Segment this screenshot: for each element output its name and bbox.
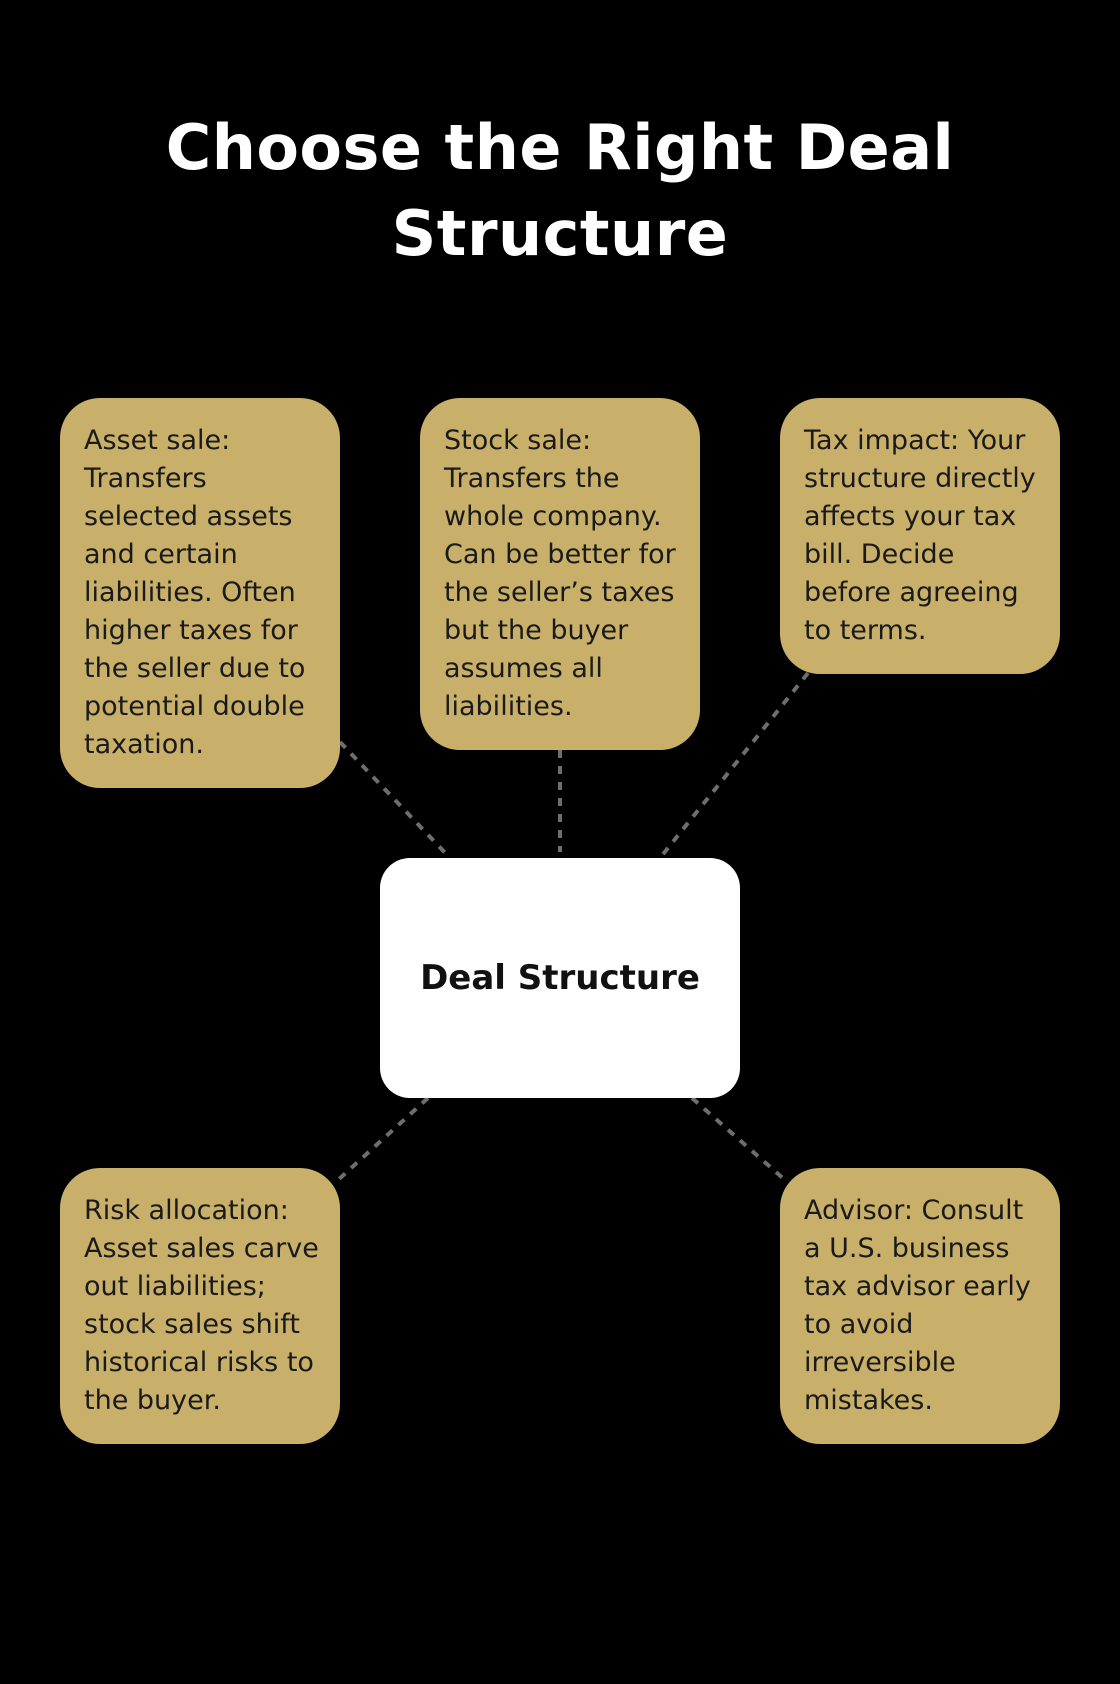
tax-impact-card: Tax impact: Your structure directly affe… [780,398,1060,674]
deal-structure-label: Deal Structure [420,958,700,998]
tax-impact-text: Tax impact: Your structure directly affe… [804,425,1036,646]
risk-allocation-text: Risk allocation: Asset sales carve out l… [84,1195,319,1416]
page-title-line-2: Structure [391,197,729,270]
deal-structure-node: Deal Structure [380,858,740,1098]
stock-sale-text: Stock sale: Transfers the whole company.… [444,425,676,722]
advisor-text: Advisor: Consult a U.S. business tax adv… [804,1195,1031,1416]
page-title-line-1: Choose the Right Deal [165,111,955,184]
page-title: Choose the Right Deal Structure [0,105,1120,277]
stock-sale-card: Stock sale: Transfers the whole company.… [420,398,700,750]
connector-advisor [690,1096,787,1182]
risk-allocation-card: Risk allocation: Asset sales carve out l… [60,1168,340,1444]
advisor-card: Advisor: Consult a U.S. business tax adv… [780,1168,1060,1444]
connector-tax-impact [658,671,810,860]
asset-sale-text: Asset sale: Transfers selected assets an… [84,425,306,760]
asset-sale-card: Asset sale: Transfers selected assets an… [60,398,340,788]
connector-asset-sale [338,740,452,860]
connector-risk-allocation [336,1096,430,1182]
